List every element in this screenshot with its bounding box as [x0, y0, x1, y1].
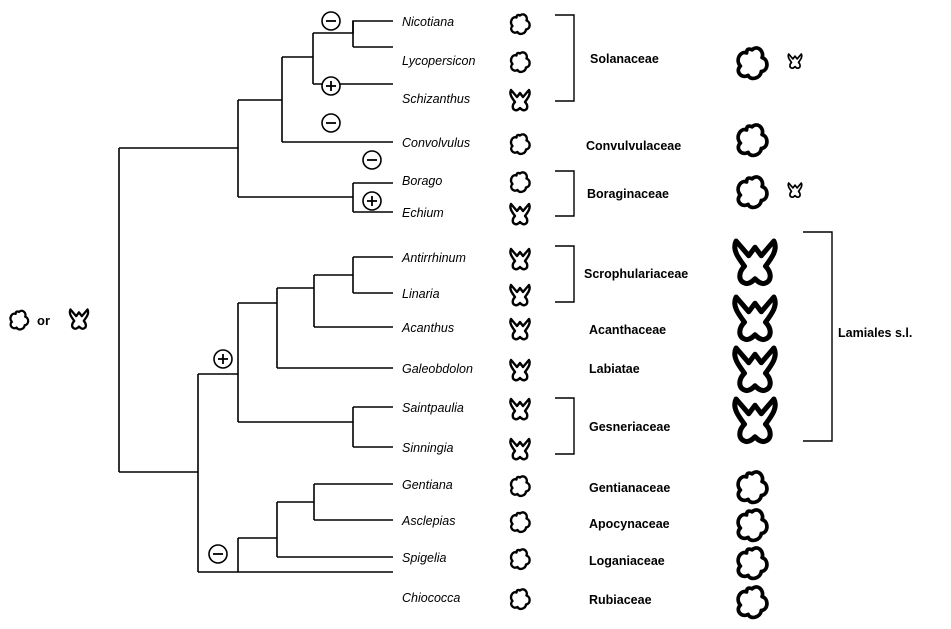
actinomorphic-flower-icon: [509, 133, 531, 156]
family-label: Gesneriaceae: [589, 420, 670, 434]
zygomorphic-flower-icon: [509, 317, 531, 341]
family-label: Convulvulaceae: [586, 139, 681, 153]
family-brackets: [555, 14, 833, 455]
zygomorphic-flower-icon: [509, 437, 531, 461]
zygomorphic-flower-icon: [68, 308, 90, 330]
marker-m6: [213, 349, 233, 369]
actinomorphic-flower-icon: [736, 546, 769, 581]
actinomorphic-flower-icon: [509, 171, 531, 194]
marker-m4: [362, 150, 382, 170]
taxon-label: Spigelia: [402, 551, 447, 565]
family-label: Solanaceae: [590, 52, 659, 66]
taxon-label: Linaria: [402, 287, 440, 301]
zygomorphic-flower-icon: [509, 283, 531, 307]
actinomorphic-flower-icon: [736, 175, 769, 210]
taxon-label: Convolvulus: [402, 136, 470, 150]
zygomorphic-flower-icon: [509, 202, 531, 226]
actinomorphic-flower-icon: [509, 13, 531, 36]
taxon-label: Galeobdolon: [402, 362, 473, 376]
zygomorphic-flower-icon: [735, 297, 776, 340]
tree-edges: [118, 20, 393, 573]
family-label: Gentianaceae: [589, 481, 670, 495]
root-or-label: or: [37, 313, 50, 328]
family-label: Apocynaceae: [589, 517, 670, 531]
actinomorphic-flower-icon: [509, 548, 531, 571]
marker-m2: [321, 76, 341, 96]
actinomorphic-flower-icon: [509, 511, 531, 534]
taxon-label: Saintpaulia: [402, 401, 464, 415]
marker-m7: [208, 544, 228, 564]
zygomorphic-flower-icon: [787, 53, 803, 70]
zygomorphic-flower-icon: [509, 247, 531, 271]
taxon-label: Lycopersicon: [402, 54, 475, 68]
taxon-label: Asclepias: [401, 514, 456, 528]
actinomorphic-flower-icon: [736, 585, 769, 620]
family-labels: Solanaceae Convulvulaceae Boraginaceae S…: [584, 52, 912, 607]
zygomorphic-flower-icon: [735, 241, 776, 284]
actinomorphic-flower-icon: [9, 309, 30, 331]
actinomorphic-flower-icon: [736, 46, 769, 81]
actinomorphic-flower-icon: [736, 508, 769, 543]
taxon-label: Sinningia: [402, 441, 453, 455]
taxon-label: Acanthus: [401, 321, 454, 335]
family-label: Boraginaceae: [587, 187, 669, 201]
zygomorphic-flower-icon: [509, 358, 531, 382]
family-label: Loganiaceae: [589, 554, 665, 568]
actinomorphic-flower-icon: [509, 51, 531, 74]
marker-m1: [321, 11, 341, 31]
taxon-label: Nicotiana: [402, 15, 454, 29]
taxon-label: Gentiana: [402, 478, 453, 492]
order-label: Lamiales s.l.: [838, 326, 912, 340]
root-state: or: [9, 308, 90, 331]
family-flowers: [735, 46, 803, 620]
family-label: Rubiaceae: [589, 593, 652, 607]
taxon-flowers: [509, 13, 531, 611]
taxon-label: Antirrhinum: [401, 251, 466, 265]
taxon-labels: Nicotiana Lycopersicon Schizanthus Convo…: [401, 15, 475, 605]
actinomorphic-flower-icon: [509, 475, 531, 498]
zygomorphic-flower-icon: [509, 397, 531, 421]
taxon-label: Echium: [402, 206, 444, 220]
zygomorphic-flower-icon: [735, 348, 776, 391]
zygomorphic-flower-icon: [735, 399, 776, 442]
taxon-label: Chiococca: [402, 591, 460, 605]
marker-m3: [321, 113, 341, 133]
actinomorphic-flower-icon: [736, 470, 769, 505]
actinomorphic-flower-icon: [509, 588, 531, 611]
family-label: Acanthaceae: [589, 323, 666, 337]
zygomorphic-flower-icon: [509, 88, 531, 112]
actinomorphic-flower-icon: [736, 123, 769, 158]
family-label: Scrophulariaceae: [584, 267, 688, 281]
taxon-label: Borago: [402, 174, 442, 188]
family-label: Labiatae: [589, 362, 640, 376]
marker-m5: [362, 191, 382, 211]
taxon-label: Schizanthus: [402, 92, 470, 106]
zygomorphic-flower-icon: [787, 182, 803, 199]
